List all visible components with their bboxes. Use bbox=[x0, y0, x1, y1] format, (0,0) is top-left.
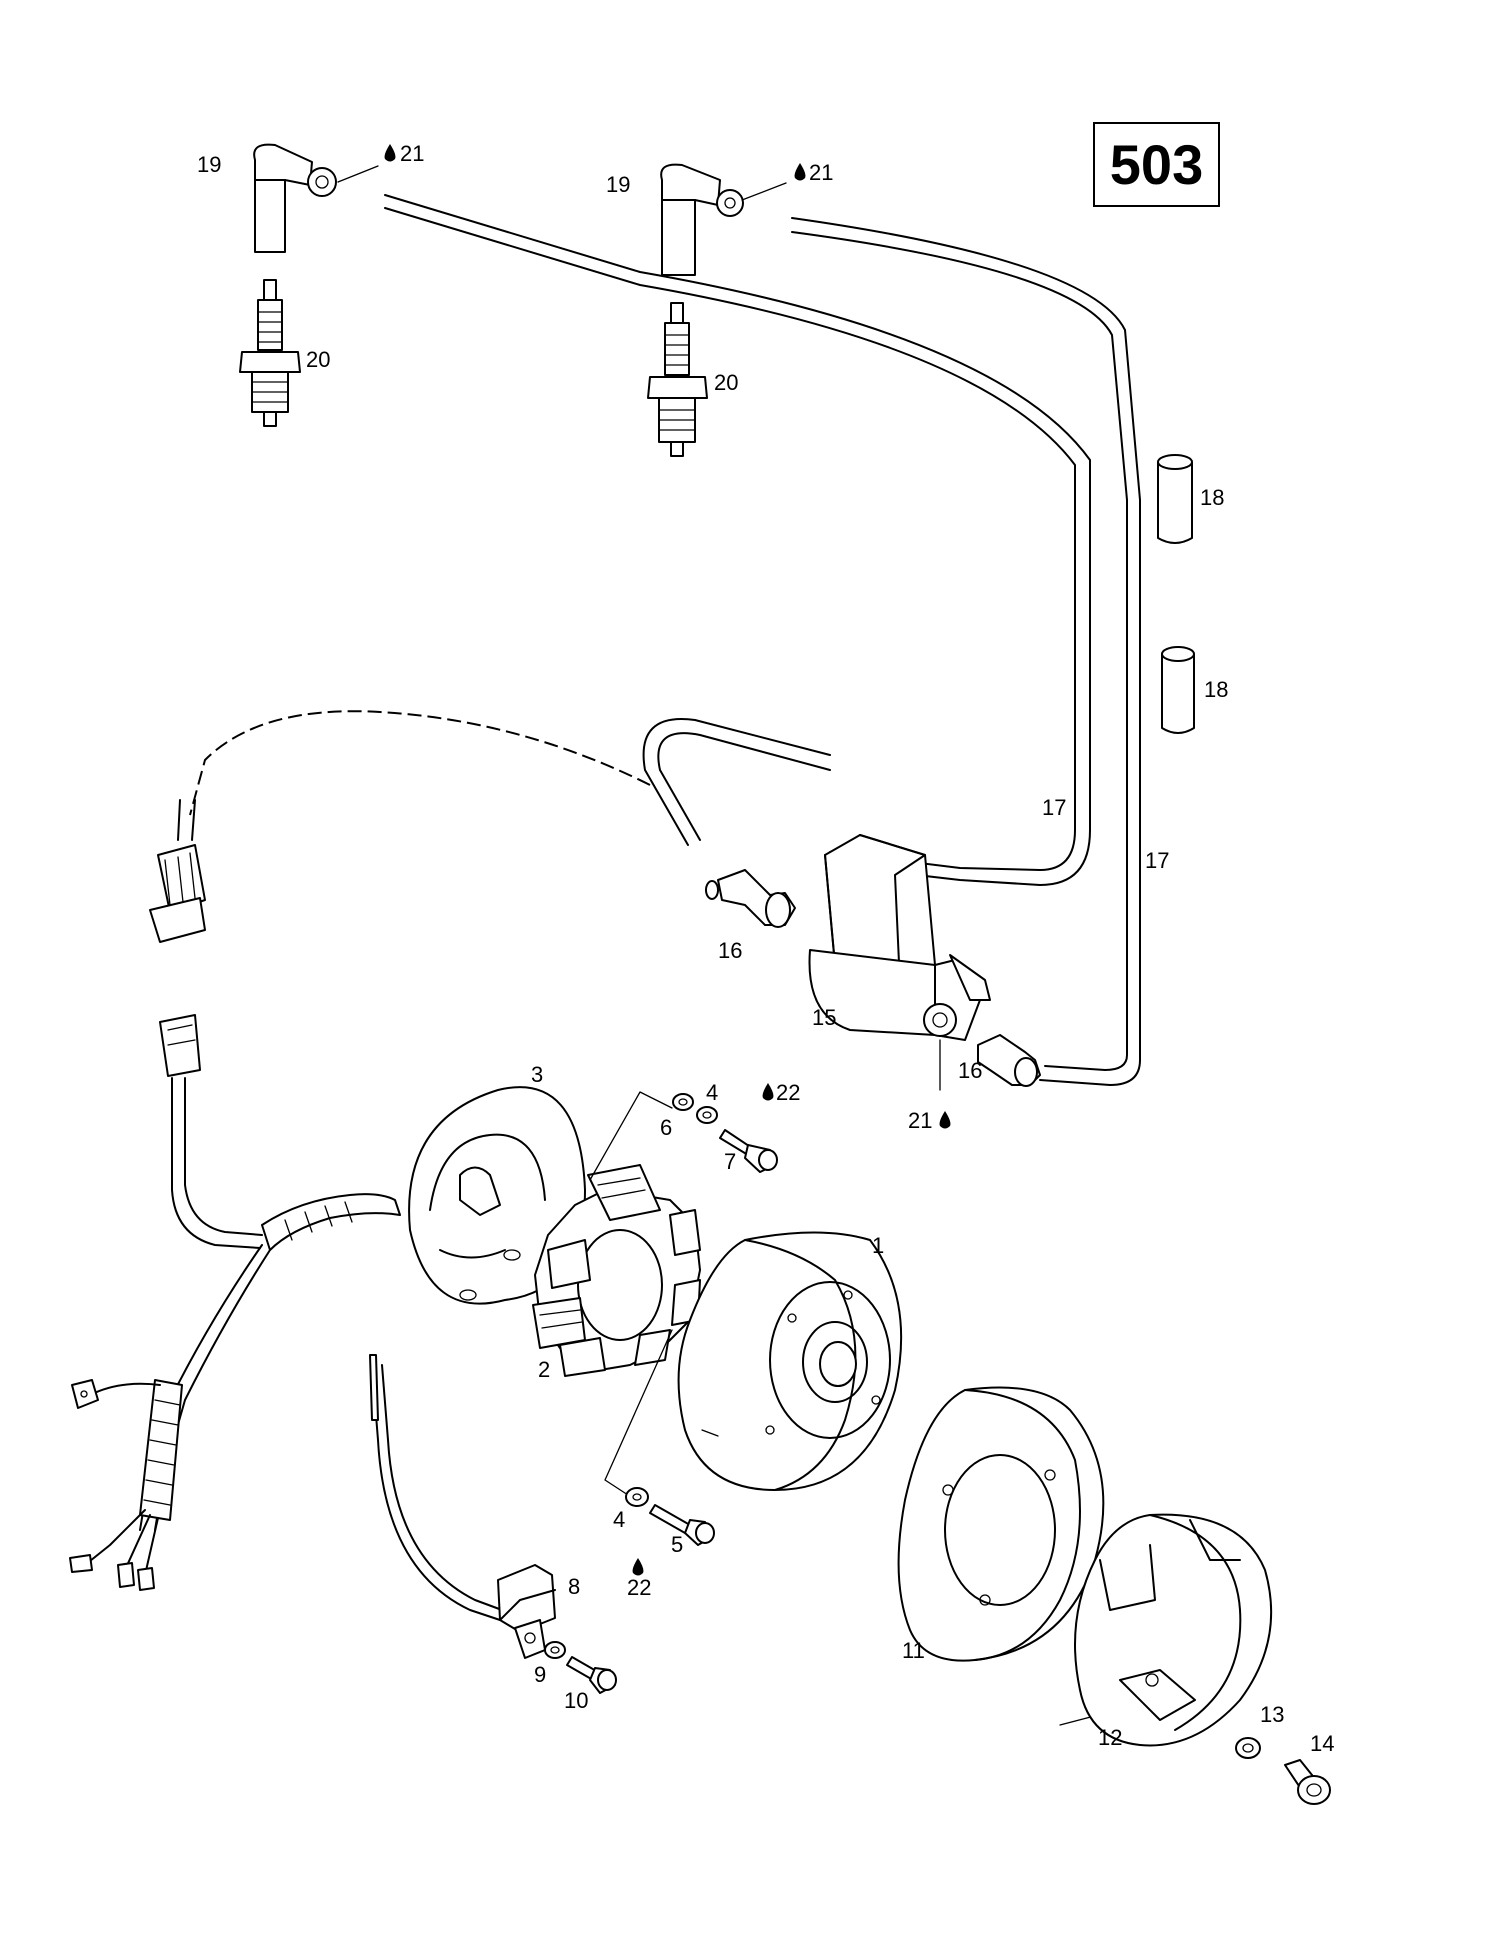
lock-washer-13 bbox=[1235, 1737, 1261, 1759]
protection-sleeve-lower bbox=[1161, 646, 1195, 734]
drop-icon bbox=[794, 163, 806, 181]
drop-icon bbox=[632, 1558, 644, 1576]
callout-22-lower: 22 bbox=[627, 1575, 651, 1600]
callout-8: 8 bbox=[568, 1574, 580, 1599]
stator bbox=[532, 1164, 701, 1377]
callout-1: 1 bbox=[872, 1233, 884, 1258]
ignition-housing-plate bbox=[408, 1086, 586, 1305]
terminal-boot-lower bbox=[977, 1034, 1041, 1087]
callout-20-right: 20 bbox=[714, 370, 738, 395]
high-tension-wire-right bbox=[791, 217, 1141, 1086]
callout-14: 14 bbox=[1310, 1731, 1334, 1756]
starter-cup bbox=[1074, 1513, 1273, 1747]
callout-18-lower: 18 bbox=[1204, 677, 1228, 702]
drop-icon bbox=[762, 1083, 774, 1101]
callout-17-left: 17 bbox=[1042, 795, 1066, 820]
page-number-box: 503 bbox=[1093, 122, 1220, 207]
spark-plug-cap-left bbox=[253, 143, 337, 253]
callout-19-left: 19 bbox=[197, 152, 221, 177]
callout-4-lower: 4 bbox=[613, 1507, 625, 1532]
callout-9: 9 bbox=[534, 1662, 546, 1687]
callout-22-upper: 22 bbox=[776, 1080, 800, 1105]
callout-18-upper: 18 bbox=[1200, 485, 1224, 510]
callout-13: 13 bbox=[1260, 1702, 1284, 1727]
callout-7: 7 bbox=[724, 1149, 736, 1174]
callout-16-lower: 16 bbox=[958, 1058, 982, 1083]
screw-5 bbox=[649, 1504, 715, 1546]
callout-17-right: 17 bbox=[1145, 848, 1169, 873]
screw-10 bbox=[566, 1656, 617, 1694]
callout-16-upper: 16 bbox=[718, 938, 742, 963]
starting-pulley bbox=[897, 1386, 1105, 1662]
trigger-coil bbox=[369, 1354, 556, 1659]
spark-plug-right bbox=[647, 302, 708, 457]
spark-plug-left bbox=[239, 279, 301, 427]
flywheel bbox=[677, 1231, 903, 1491]
screw-14 bbox=[1284, 1759, 1331, 1805]
callout-19-right: 19 bbox=[606, 172, 630, 197]
drop-icon bbox=[384, 144, 396, 162]
leader-lines bbox=[337, 165, 1176, 1726]
callout-12: 12 bbox=[1098, 1725, 1122, 1750]
callout-20-left: 20 bbox=[306, 347, 330, 372]
wiring-harness bbox=[69, 710, 651, 1591]
high-tension-wire-left bbox=[384, 194, 1091, 886]
callout-15: 15 bbox=[812, 1005, 836, 1030]
drop-icon bbox=[939, 1111, 951, 1129]
callout-21-left: 21 bbox=[400, 141, 424, 166]
spark-plug-cap-right bbox=[660, 163, 744, 276]
callout-6: 6 bbox=[660, 1115, 672, 1140]
callout-10: 10 bbox=[564, 1688, 588, 1713]
lock-washer-9 bbox=[544, 1641, 566, 1659]
high-tension-wire-loop bbox=[642, 718, 831, 846]
protection-sleeve-upper bbox=[1157, 454, 1193, 544]
callout-5: 5 bbox=[671, 1532, 683, 1557]
callout-2: 2 bbox=[538, 1357, 550, 1382]
callout-11: 11 bbox=[902, 1638, 925, 1663]
callout-4-upper: 4 bbox=[706, 1080, 718, 1105]
callout-3: 3 bbox=[531, 1062, 543, 1087]
callout-21-coil: 21 bbox=[908, 1108, 932, 1133]
lock-washer-6 bbox=[672, 1093, 694, 1111]
flat-washer-4-upper bbox=[696, 1106, 718, 1124]
ignition-coil bbox=[808, 834, 991, 1041]
callout-21-right: 21 bbox=[809, 160, 833, 185]
screw-7 bbox=[719, 1129, 778, 1173]
terminal-boot-upper bbox=[705, 869, 796, 928]
flat-washer-4-lower bbox=[625, 1487, 649, 1507]
